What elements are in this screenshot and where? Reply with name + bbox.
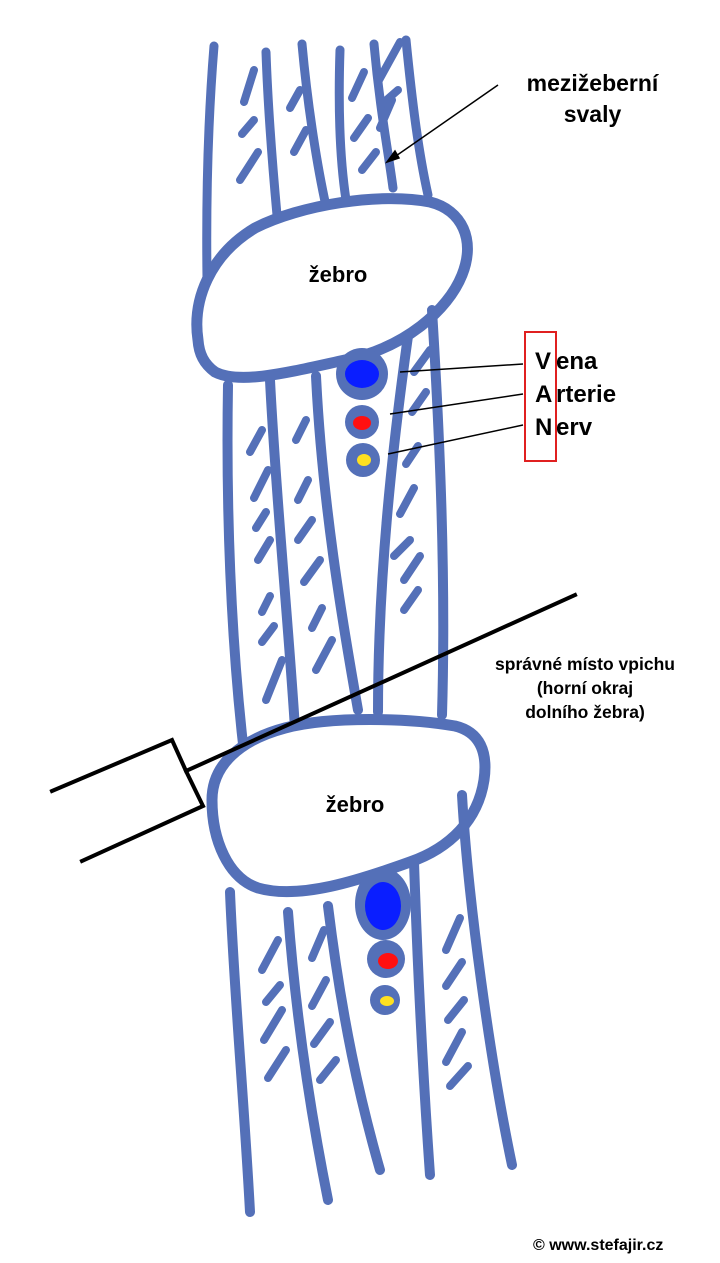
site-line2: (horní okraj (536, 678, 634, 698)
lower-neurovascular-bundle (355, 868, 411, 1015)
artery-rest: rterie (556, 381, 617, 408)
middle-intercostal-muscles (222, 305, 449, 775)
artery-initial: A (535, 381, 553, 408)
lower-nerve (380, 996, 394, 1006)
needle (49, 592, 578, 864)
upper-artery (353, 416, 371, 430)
lower-muscle-hatches (258, 914, 472, 1090)
vein-rest: ena (556, 348, 598, 375)
artery-pointer-line (389, 393, 524, 415)
van-mnemonic-box (524, 331, 557, 462)
site-line1: správné místo vpichu (495, 654, 675, 674)
copyright-text: © www.stefajir.cz (533, 1237, 664, 1254)
vein-pointer-line (399, 363, 524, 373)
upper-muscle-hatches (236, 38, 404, 184)
muscles-pointer-arrowhead (385, 149, 401, 164)
needle-hub (49, 737, 206, 864)
intercostal-muscles-label: mezižeberní svaly (505, 68, 680, 130)
lower-rib-label: žebro (325, 792, 385, 817)
muscles-label-line1: mezižeberní (526, 70, 659, 96)
lower-vein (365, 882, 401, 930)
upper-nerve (357, 454, 371, 466)
site-line3: dolního žebra) (525, 702, 645, 722)
vein-initial: V (535, 348, 552, 375)
upper-rib (191, 193, 473, 383)
middle-muscle-hatches (246, 346, 434, 704)
lower-artery (378, 953, 398, 969)
upper-vein (345, 360, 379, 388)
nerve-initial: N (535, 414, 553, 441)
nerve-rest: erv (556, 414, 593, 441)
pointer-lines (385, 84, 524, 455)
muscles-label-line2: svaly (563, 101, 622, 127)
needle-shaft (183, 592, 578, 774)
lower-intercostal-muscles (225, 790, 517, 1217)
upper-neurovascular-bundle (336, 348, 388, 477)
injection-site-label: správné místo vpichu (horní okraj dolníh… (460, 652, 710, 724)
upper-rib-label: žebro (308, 262, 368, 287)
muscles-pointer-line (392, 84, 499, 159)
nerve-pointer-line (387, 424, 524, 455)
